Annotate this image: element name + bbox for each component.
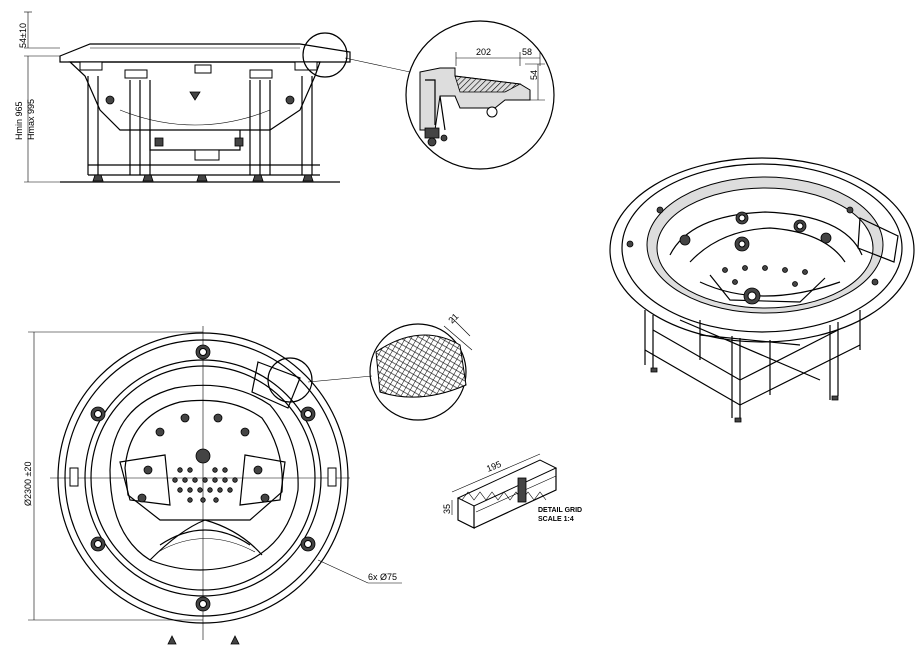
edge-lip-label: 58 <box>522 47 532 57</box>
grid-length-label: 195 <box>485 459 503 474</box>
grid-part-detail: 195 35 DETAIL GRID SCALE 1:4 <box>442 453 582 529</box>
diameter-label: Ø2300 ±20 <box>23 462 33 506</box>
jet-count-label: 6x Ø75 <box>368 572 397 582</box>
grid-detail-scale: SCALE 1:4 <box>538 516 574 523</box>
grid-height-label: 35 <box>442 504 452 514</box>
grid-detail-title: DETAIL GRID <box>538 507 582 514</box>
rim-jets <box>69 344 337 612</box>
bubble-field <box>172 467 238 503</box>
max-height-label: Hmax 995 <box>26 99 36 140</box>
edge-width-label: 202 <box>476 47 491 57</box>
lip-dimension-label: 54±10 <box>18 23 28 48</box>
edge-height-label: 54 <box>529 70 539 80</box>
min-height-label: Hmin 965 <box>14 101 24 140</box>
plan-view: Ø2300 ±20 <box>23 326 402 645</box>
side-elevation-view: 54±10 Hmin 965 Hmax 995 <box>14 11 411 183</box>
isometric-view <box>609 157 915 423</box>
edge-section-detail: 202 58 54 <box>405 20 555 170</box>
grid-mesh-detail: 21 <box>369 311 473 421</box>
grid-width-label: 21 <box>446 311 460 325</box>
